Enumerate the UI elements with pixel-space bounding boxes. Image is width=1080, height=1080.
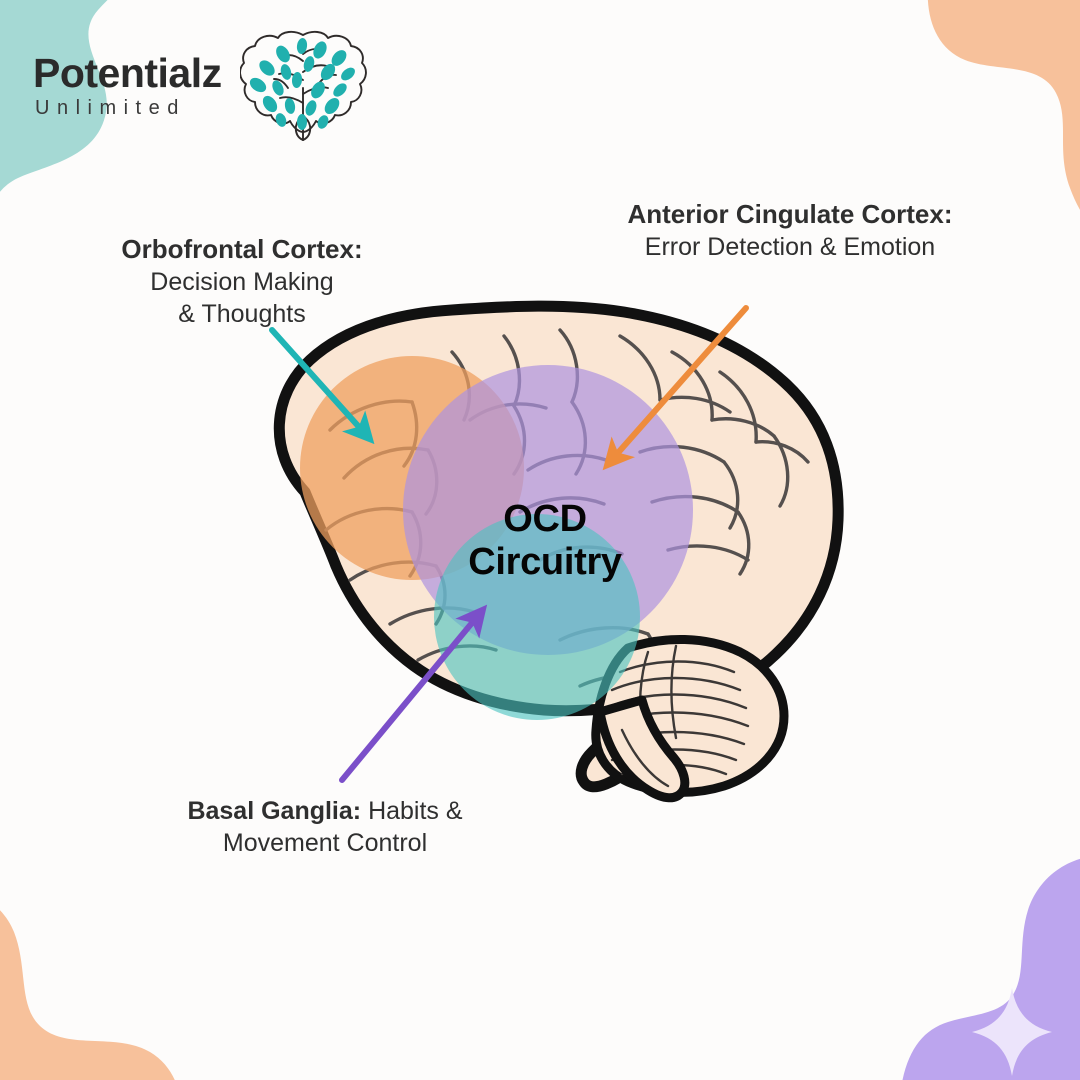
brand-tagline: Unlimited: [35, 97, 186, 120]
callout-desc-orbofrontal-cortex-line2: & Thoughts: [178, 300, 306, 329]
callout-orbofrontal-cortex: Orbofrontal Cortex: Decision Making & Th…: [92, 233, 392, 330]
brain-tree-icon: [239, 30, 367, 141]
callout-title-orbofrontal-cortex: Orbofrontal Cortex:: [121, 234, 363, 264]
center-label-ocd-circuitry: OCD Circuitry: [440, 498, 650, 583]
callout-desc-anterior-cingulate-cortex-line1: Error Detection & Emotion: [644, 233, 936, 262]
callout-basal-ganglia-line1: Basal Ganglia: Habits &: [155, 795, 495, 827]
callout-anterior-cingulate-cortex: Anterior Cingulate Cortex: Error Detecti…: [600, 198, 980, 263]
callout-desc-orbofrontal-cortex-line1: Decision Making: [150, 268, 334, 297]
callout-title-basal-ganglia: Basal Ganglia:: [187, 797, 362, 825]
center-label-line1: OCD: [503, 498, 587, 540]
callout-basal-ganglia: Basal Ganglia: Habits & Movement Control: [155, 795, 495, 859]
callout-desc-basal-ganglia-line2: Movement Control: [222, 829, 428, 857]
brainstem: [595, 695, 690, 803]
callout-title-anterior-cingulate-cortex: Anterior Cingulate Cortex:: [627, 199, 953, 229]
callout-desc-basal-ganglia-line1: Habits &: [368, 797, 463, 825]
region-circle-basal-ganglia: [434, 514, 640, 720]
logo-wordmark: Potentialz Unlimited: [33, 49, 222, 122]
brand-logo[interactable]: Potentialz Unlimited: [33, 28, 368, 146]
brand-name: Potentialz: [33, 49, 222, 96]
center-label-line2: Circuitry: [468, 540, 622, 583]
